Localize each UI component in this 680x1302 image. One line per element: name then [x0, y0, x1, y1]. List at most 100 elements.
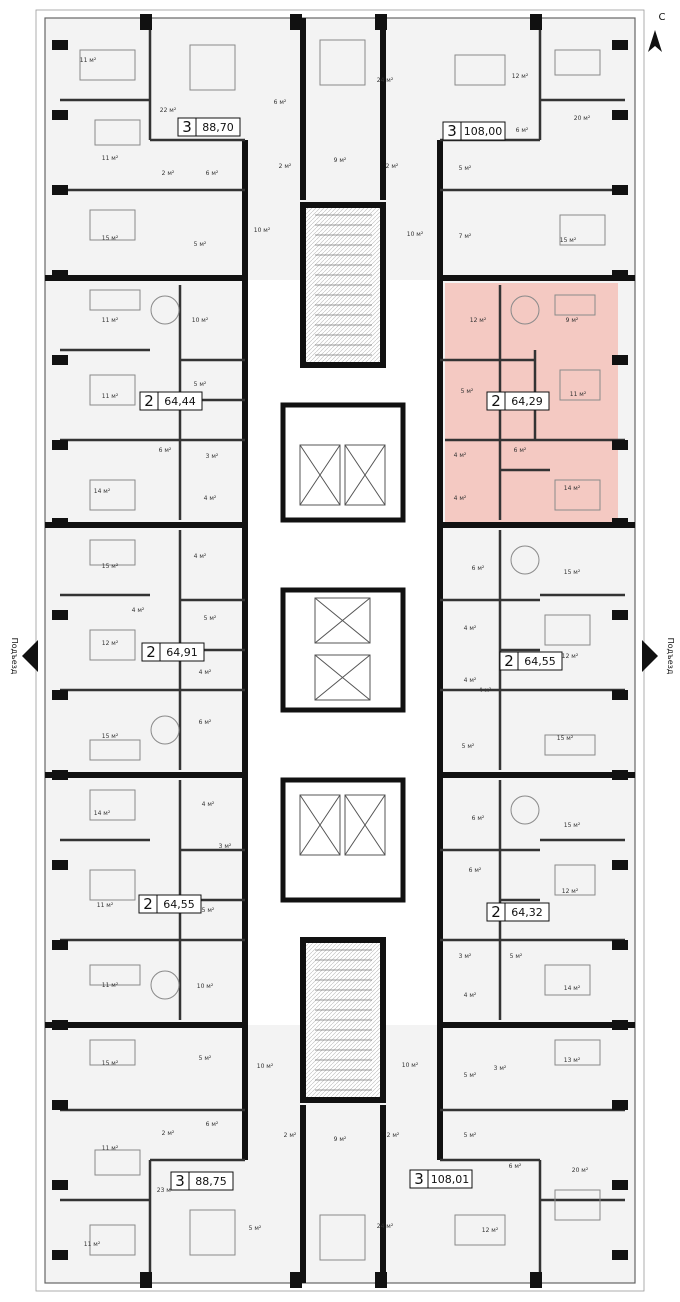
room-area-label: 15 м²	[102, 733, 119, 740]
room-area-label: 2 м²	[284, 1132, 297, 1139]
room-area-label: 10 м²	[192, 317, 209, 324]
apartment-label-a10: 3 108,01	[409, 1169, 473, 1189]
apartment-area-box	[504, 902, 550, 922]
apartment-rooms: 2	[491, 903, 501, 921]
apartment-area-box	[504, 391, 550, 411]
room-area-label: 11 м²	[80, 57, 97, 64]
room-area-label: 5 м²	[461, 388, 474, 395]
room-area-label: 7 м²	[459, 233, 472, 240]
apartment-area: 64,91	[166, 646, 198, 659]
room-area-label: 24 м²	[377, 77, 394, 84]
room-area-label: 14 м²	[94, 488, 111, 495]
room-area-label: 6 м²	[206, 1121, 219, 1128]
room-area-label: 12 м²	[482, 1227, 499, 1234]
room-area-label: 14 м²	[94, 810, 111, 817]
room-area-label: 10 м²	[197, 983, 214, 990]
room-area-label: 9 м²	[566, 317, 579, 324]
room-area-label: 11 м²	[84, 1241, 101, 1248]
room-area-label: 6 м²	[199, 719, 212, 726]
apartment-area: 64,55	[524, 655, 556, 668]
room-area-label: 11 м²	[102, 393, 119, 400]
lift-cabins	[299, 444, 386, 856]
room-area-label: 9 м²	[334, 1136, 347, 1143]
room-area-label: 14 м²	[564, 985, 581, 992]
apartment-area: 64,32	[511, 906, 543, 919]
room-area-label: 3 м²	[494, 1065, 507, 1072]
room-area-label: 12 м²	[562, 653, 579, 660]
room-area-label: 10 м²	[257, 1063, 274, 1070]
entrance-right-arrow-icon	[642, 640, 658, 672]
room-area-label: 12 м²	[102, 640, 119, 647]
apartment-area: 108,00	[464, 125, 503, 138]
apartment-rooms: 3	[175, 1172, 185, 1190]
room-area-label: 24 м²	[377, 1223, 394, 1230]
room-area-label: 5 м²	[464, 1072, 477, 1079]
room-area-label: 15 м²	[102, 563, 119, 570]
room-area-label: 4 м²	[464, 992, 477, 999]
furniture	[79, 39, 606, 1261]
room-area-label: 4 м²	[202, 801, 215, 808]
apartment-rooms: 2	[504, 652, 514, 670]
room-area-label: 15 м²	[102, 235, 119, 242]
room-area-label: 11 м²	[570, 391, 587, 398]
entrance-left-arrow-icon	[22, 640, 38, 672]
room-area-label: 6 м²	[516, 127, 529, 134]
apartment-area-box	[188, 1171, 234, 1191]
room-area-label: 10 м²	[254, 227, 271, 234]
room-area-label: 5 м²	[202, 907, 215, 914]
room-area-label: 2 м²	[162, 1130, 175, 1137]
room-area-label: 15 м²	[560, 237, 577, 244]
room-area-label: 12 м²	[470, 317, 487, 324]
compass: С	[648, 12, 666, 52]
room-area-label: 12 м²	[562, 888, 579, 895]
compass-north-label: С	[659, 12, 666, 23]
room-area-label: 2 м²	[279, 163, 292, 170]
apartment-area-box	[460, 121, 506, 141]
apartment-rooms: 3	[447, 122, 457, 140]
room-area-label: 5 м²	[204, 615, 217, 622]
room-area-label: 11 м²	[102, 1145, 119, 1152]
stair-treads	[315, 214, 372, 1091]
room-area-label: 6 м²	[159, 447, 172, 454]
room-area-label: 4 м²	[204, 495, 217, 502]
room-area-label: 3 м²	[459, 953, 472, 960]
room-area-label: 10 м²	[407, 231, 424, 238]
room-area-label: 5 м²	[462, 743, 475, 750]
room-area-label: 4 м²	[454, 495, 467, 502]
room-area-label: 5 м²	[464, 1132, 477, 1139]
entrance-left-label: Подъезд	[10, 638, 19, 675]
apartment-area: 108,01	[431, 1173, 470, 1186]
entrance-left: Подъезд	[10, 638, 38, 675]
apartment-area-box	[195, 117, 241, 137]
apartment-area-box	[156, 894, 202, 914]
apartment-rooms: 2	[491, 392, 501, 410]
room-area-label: 11 м²	[102, 317, 119, 324]
room-area-label: 15 м²	[102, 1060, 119, 1067]
apartment-area: 64,29	[511, 395, 543, 408]
room-area-label: 11 м²	[97, 902, 114, 909]
room-area-label: 3 м²	[219, 843, 232, 850]
room-area-label: 15 м²	[557, 735, 574, 742]
room-area-label: 15 м²	[564, 569, 581, 576]
room-area-label: 12 м²	[512, 73, 529, 80]
room-area-label: 22 м²	[160, 107, 177, 114]
apartment-area-box	[427, 1169, 473, 1189]
apartment-area: 88,75	[195, 1175, 227, 1188]
apartment-rooms: 2	[146, 643, 156, 661]
room-area-label: 9 м²	[334, 157, 347, 164]
room-area-label: 4 м²	[194, 553, 207, 560]
room-area-label: 6 м²	[472, 565, 485, 572]
room-area-label: 6 м²	[274, 99, 287, 106]
apartment-rooms: 3	[414, 1170, 424, 1188]
room-area-label: 4 м²	[132, 607, 145, 614]
room-area-label: 10 м²	[402, 1062, 419, 1069]
room-area-label: 13 м²	[564, 1057, 581, 1064]
room-area-label: 4 м²	[454, 452, 467, 459]
